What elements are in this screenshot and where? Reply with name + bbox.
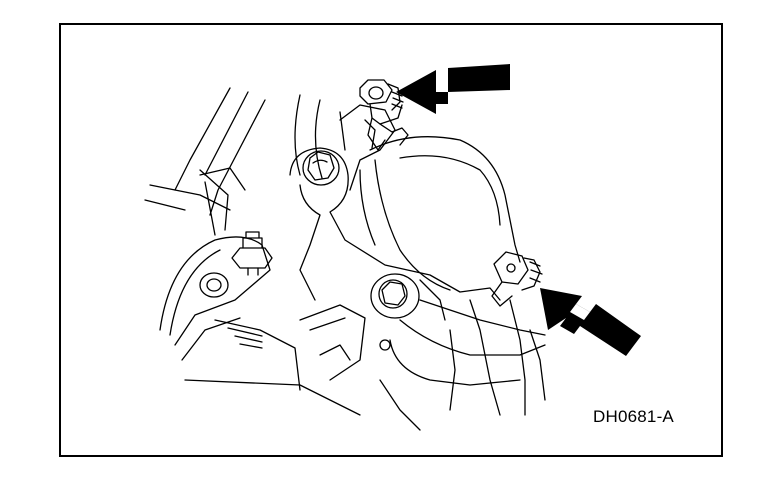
figure-code: DH0681-A xyxy=(593,407,674,426)
background-structure xyxy=(144,87,346,236)
figure-frame xyxy=(59,23,723,457)
lower-fastener-arrow xyxy=(540,288,641,356)
upper-guide-pin-bolt xyxy=(359,79,409,151)
steering-knuckle xyxy=(159,236,366,416)
lower-guide-pin-bolt xyxy=(491,251,543,307)
caliper-bracket xyxy=(289,104,501,301)
lower-right-structure xyxy=(379,299,546,431)
stud-nut xyxy=(231,231,273,276)
bracket-bolt xyxy=(370,273,446,351)
upper-fastener-arrow xyxy=(396,64,510,114)
caliper-body xyxy=(359,136,546,386)
